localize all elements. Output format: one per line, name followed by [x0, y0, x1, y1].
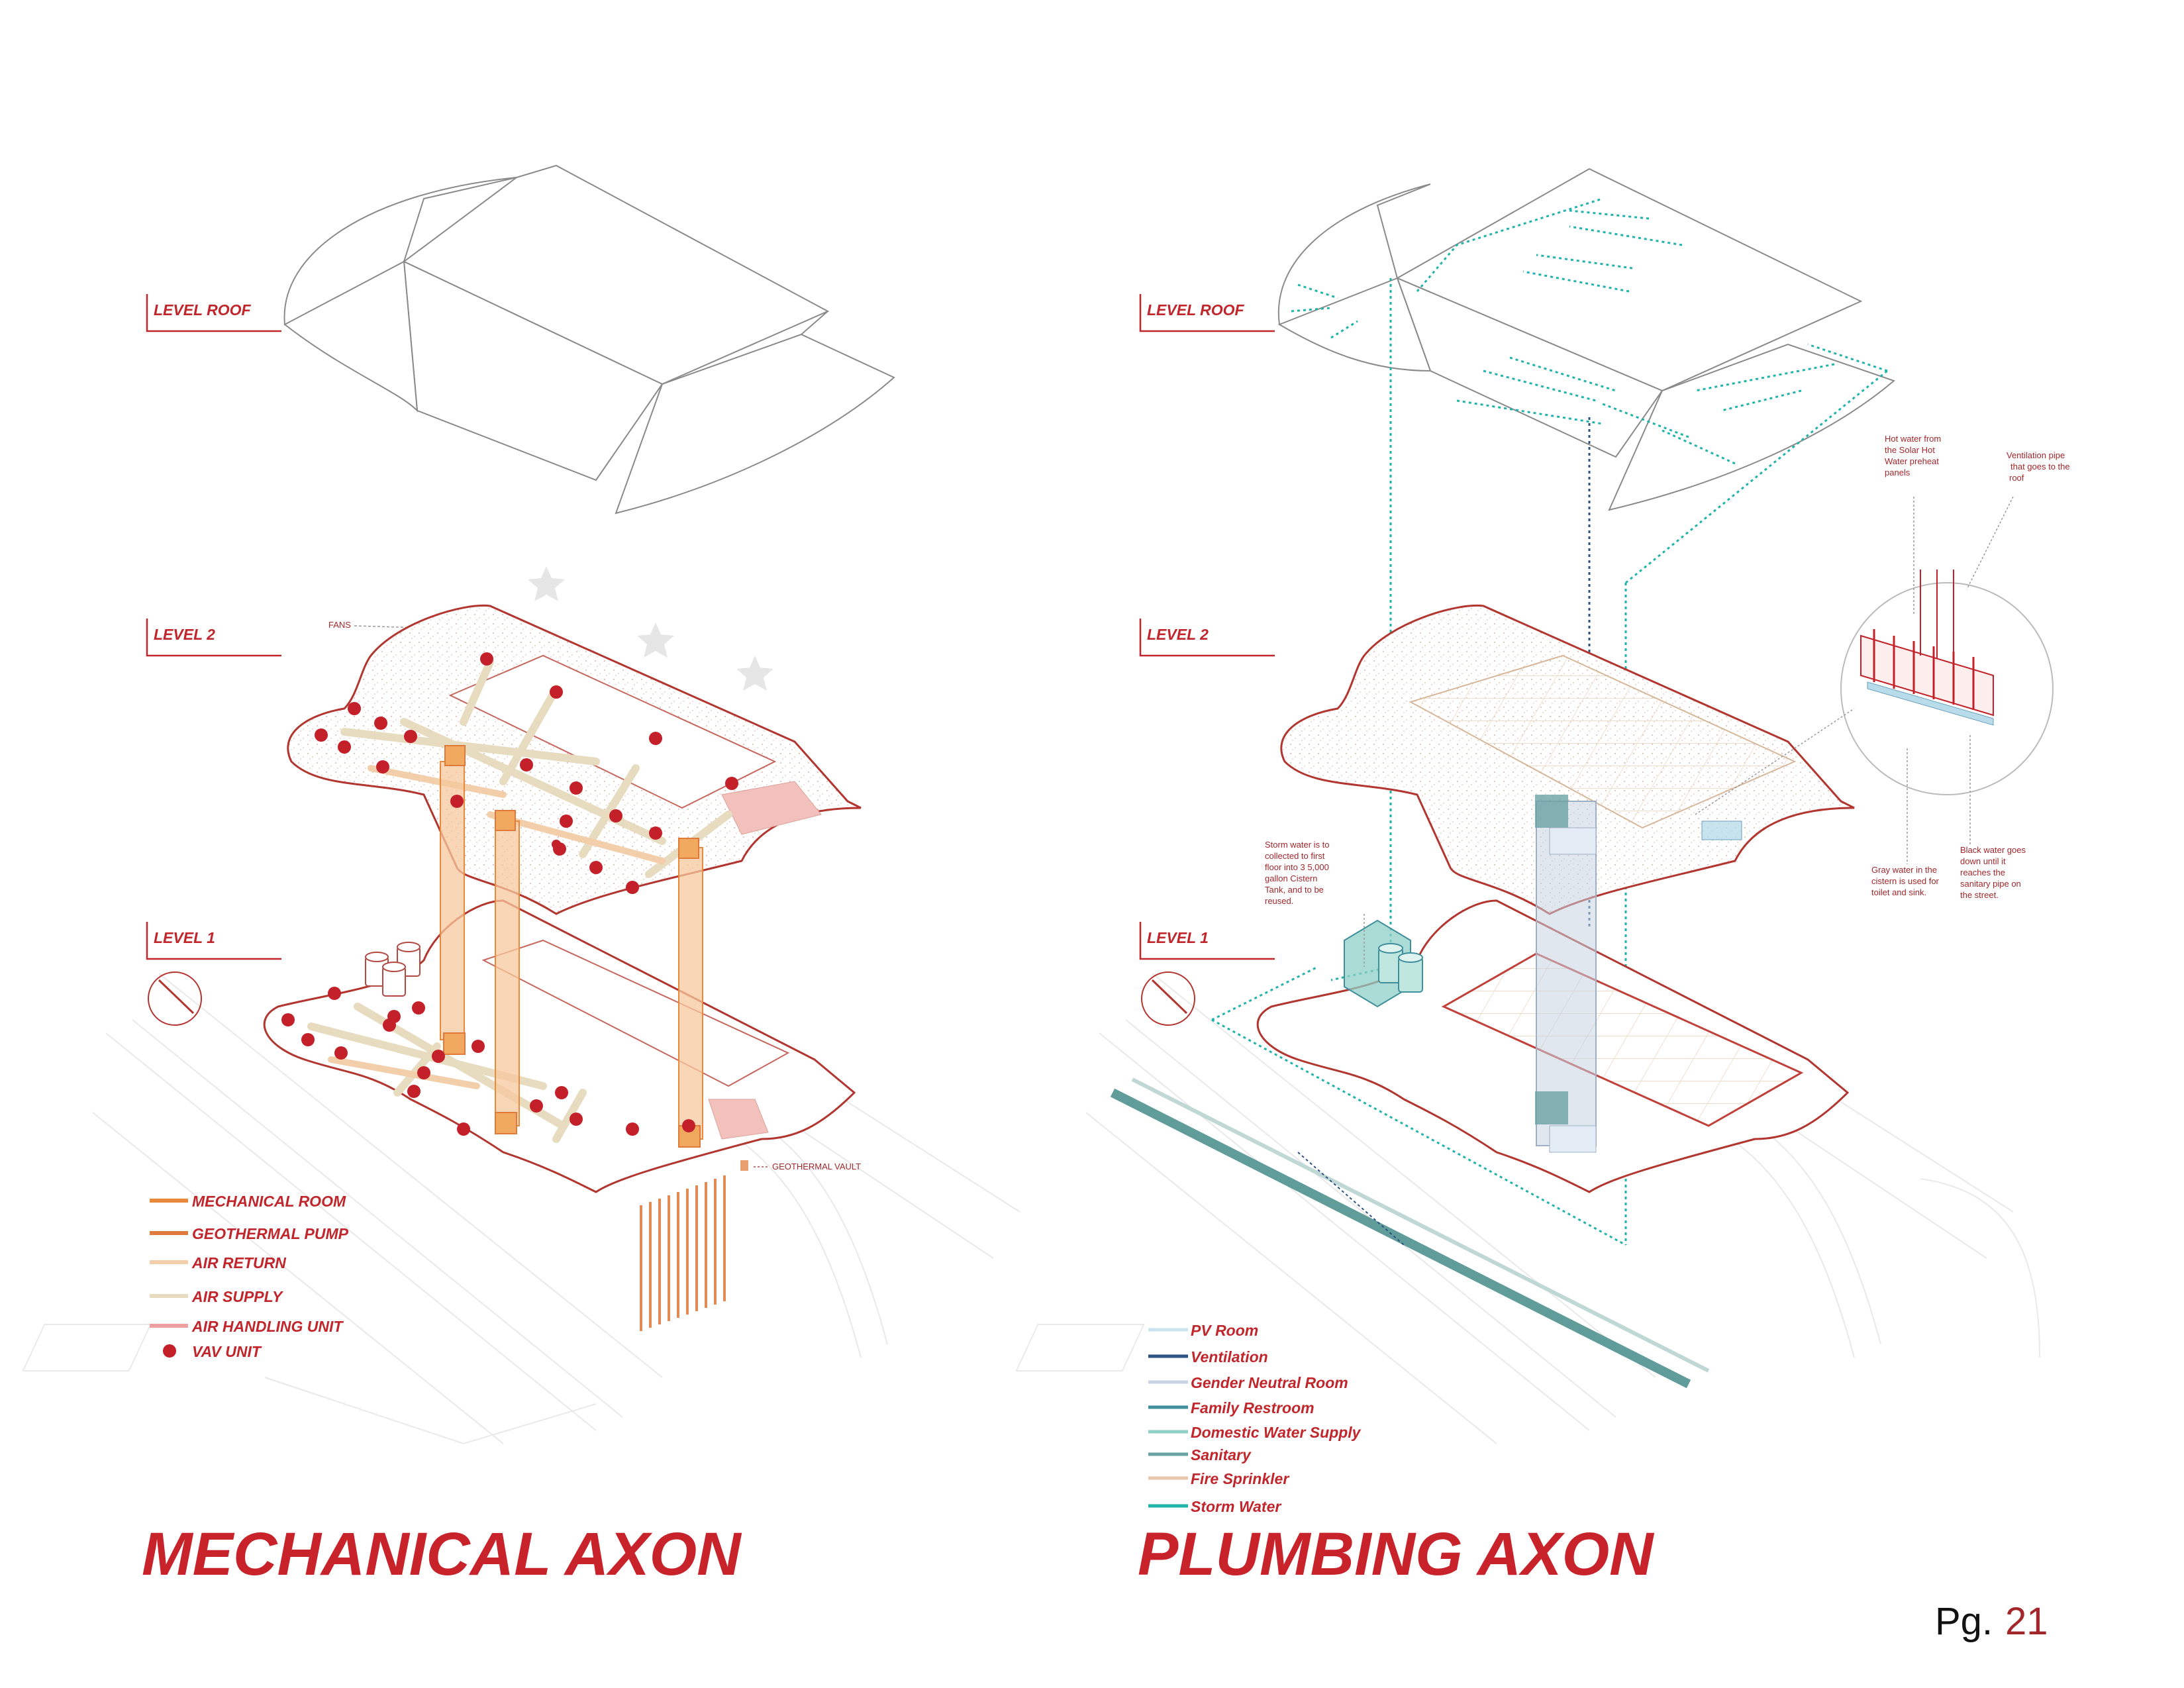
svg-text:Domestic Water Supply: Domestic Water Supply — [1191, 1424, 1362, 1441]
roof-storm-water-arrows — [1291, 197, 1835, 465]
svg-text:Fire Sprinkler: Fire Sprinkler — [1191, 1470, 1289, 1487]
mech-roof-canopy — [283, 164, 895, 515]
svg-text:reaches the: reaches the — [1960, 868, 2005, 877]
geothermal-vault-callout: GEOTHERMAL VAULT — [740, 1160, 861, 1171]
north-arrow-right — [1141, 971, 1195, 1026]
plumb-level-2-floorplate — [1280, 604, 1855, 915]
mechanical-legend: MECHANICAL ROOM GEOTHERMAL PUMP AIR RETU… — [150, 1193, 349, 1360]
svg-text:Storm water is to: Storm water is to — [1265, 840, 1330, 850]
note-ventilation-pipe: Ventilation pipe that goes to the roof — [2007, 450, 2070, 483]
svg-text:Ventilation pipe: Ventilation pipe — [2007, 450, 2065, 460]
legend-mechanical-room: MECHANICAL ROOM — [150, 1193, 346, 1210]
legend-air-supply: AIR SUPPLY — [150, 1288, 284, 1305]
svg-text:reused.: reused. — [1265, 896, 1293, 906]
geothermal-wells — [640, 1175, 726, 1331]
legend-family-restroom: Family Restroom — [1148, 1399, 1315, 1416]
legend-geothermal-pump: GEOTHERMAL PUMP — [150, 1225, 349, 1242]
fans-callout: FANS — [328, 620, 464, 630]
vav-units — [281, 652, 738, 1136]
svg-text:LEVEL 2: LEVEL 2 — [1147, 626, 1209, 643]
mech-level-1-label: LEVEL 1 — [146, 922, 281, 960]
svg-text:floor into 3 5,000: floor into 3 5,000 — [1265, 862, 1329, 872]
mech-level-2-label: LEVEL 2 — [146, 619, 281, 657]
restroom-core — [1535, 795, 1597, 1153]
svg-text:Water preheat: Water preheat — [1885, 456, 1939, 466]
svg-text:down until it: down until it — [1960, 856, 2006, 866]
cistern-tanks — [1344, 919, 1423, 1008]
plumb-roof-canopy — [1277, 168, 1895, 511]
legend-gender-neutral-room: Gender Neutral Room — [1148, 1374, 1348, 1391]
svg-text:Hot water from: Hot water from — [1885, 434, 1941, 444]
mechanical-axon-title: MECHANICAL AXON — [142, 1520, 742, 1588]
plumb-level-1-label: LEVEL 1 — [1139, 922, 1275, 960]
svg-text:Sanitary: Sanitary — [1191, 1446, 1252, 1464]
svg-text:LEVEL ROOF: LEVEL ROOF — [1147, 301, 1244, 319]
svg-text:FANS: FANS — [328, 620, 351, 630]
svg-text:Ventilation: Ventilation — [1191, 1348, 1268, 1365]
svg-text:collected to first: collected to first — [1265, 851, 1325, 861]
svg-text:LEVEL 1: LEVEL 1 — [154, 929, 215, 946]
street-utility-line — [1110, 1077, 1710, 1389]
svg-text:sanitary pipe on: sanitary pipe on — [1960, 879, 2021, 889]
svg-text:MECHANICAL ROOM: MECHANICAL ROOM — [192, 1193, 346, 1210]
page-number: Pg. 21 — [1935, 1600, 2048, 1643]
legend-vav-unit: VAV UNIT — [163, 1343, 262, 1360]
svg-text:LEVEL 2: LEVEL 2 — [154, 626, 215, 643]
svg-text:LEVEL 1: LEVEL 1 — [1147, 929, 1209, 946]
svg-text:the Solar Hot: the Solar Hot — [1885, 445, 1935, 455]
plumbing-legend: PV Room Ventilation Gender Neutral Room … — [1148, 1322, 1362, 1515]
svg-text:GEOTHERMAL PUMP: GEOTHERMAL PUMP — [192, 1225, 349, 1242]
svg-text:Gray water in the: Gray water in the — [1871, 865, 1937, 875]
svg-text:AIR RETURN: AIR RETURN — [191, 1254, 286, 1271]
svg-text:toilet and sink.: toilet and sink. — [1871, 887, 1926, 897]
legend-air-handling-unit: AIR HANDLING UNIT — [150, 1318, 344, 1335]
note-storm-water: Storm water is to collected to first flo… — [1265, 840, 1330, 906]
mech-level-roof-label: LEVEL ROOF — [146, 294, 281, 332]
svg-text:GEOTHERMAL VAULT: GEOTHERMAL VAULT — [772, 1162, 861, 1171]
svg-text:PV Room: PV Room — [1191, 1322, 1258, 1339]
svg-text:LEVEL ROOF: LEVEL ROOF — [154, 301, 251, 319]
svg-text:Black water goes: Black water goes — [1960, 845, 2026, 855]
north-arrow-left — [148, 971, 202, 1026]
legend-fire-sprinkler: Fire Sprinkler — [1148, 1470, 1289, 1487]
svg-text:Gender Neutral Room: Gender Neutral Room — [1191, 1374, 1348, 1391]
note-black-water: Black water goes down until it reaches t… — [1960, 845, 2026, 900]
geothermal-tanks — [365, 942, 421, 997]
plumbing-detail-callout — [1364, 496, 2054, 967]
svg-text:VAV UNIT: VAV UNIT — [192, 1343, 262, 1360]
svg-text:AIR HANDLING UNIT: AIR HANDLING UNIT — [191, 1318, 344, 1335]
legend-pv-room: PV Room — [1148, 1322, 1258, 1339]
svg-text:Tank, and to be: Tank, and to be — [1265, 885, 1324, 895]
svg-text:cistern is used for: cistern is used for — [1871, 876, 1940, 886]
mechanical-shafts — [440, 745, 703, 1148]
svg-text:Storm Water: Storm Water — [1191, 1498, 1281, 1515]
svg-text:roof: roof — [2009, 473, 2024, 483]
svg-text:panels: panels — [1885, 468, 1911, 477]
plumbing-axon-title: PLUMBING AXON — [1138, 1520, 1655, 1588]
plumb-level-roof-label: LEVEL ROOF — [1139, 294, 1275, 332]
legend-domestic-water-supply: Domestic Water Supply — [1148, 1424, 1362, 1441]
mech-level-1-floorplate — [263, 899, 856, 1193]
page-number-prefix: Pg. — [1935, 1600, 1993, 1643]
legend-sanitary: Sanitary — [1148, 1446, 1252, 1464]
svg-text:the street.: the street. — [1960, 890, 1999, 900]
note-hot-water: Hot water from the Solar Hot Water prehe… — [1885, 434, 1941, 477]
plumb-level-2-label: LEVEL 2 — [1139, 619, 1275, 657]
svg-text:AIR SUPPLY: AIR SUPPLY — [191, 1288, 284, 1305]
page-number-value: 21 — [2005, 1600, 2048, 1643]
svg-text:gallon Cistern: gallon Cistern — [1265, 873, 1318, 883]
svg-text:that goes to the: that goes to the — [2010, 462, 2070, 472]
legend-ventilation: Ventilation — [1148, 1348, 1268, 1365]
note-gray-water: Gray water in the cistern is used for to… — [1871, 865, 1940, 897]
legend-air-return: AIR RETURN — [150, 1254, 286, 1271]
svg-text:Family Restroom: Family Restroom — [1191, 1399, 1315, 1416]
legend-storm-water: Storm Water — [1148, 1498, 1281, 1515]
